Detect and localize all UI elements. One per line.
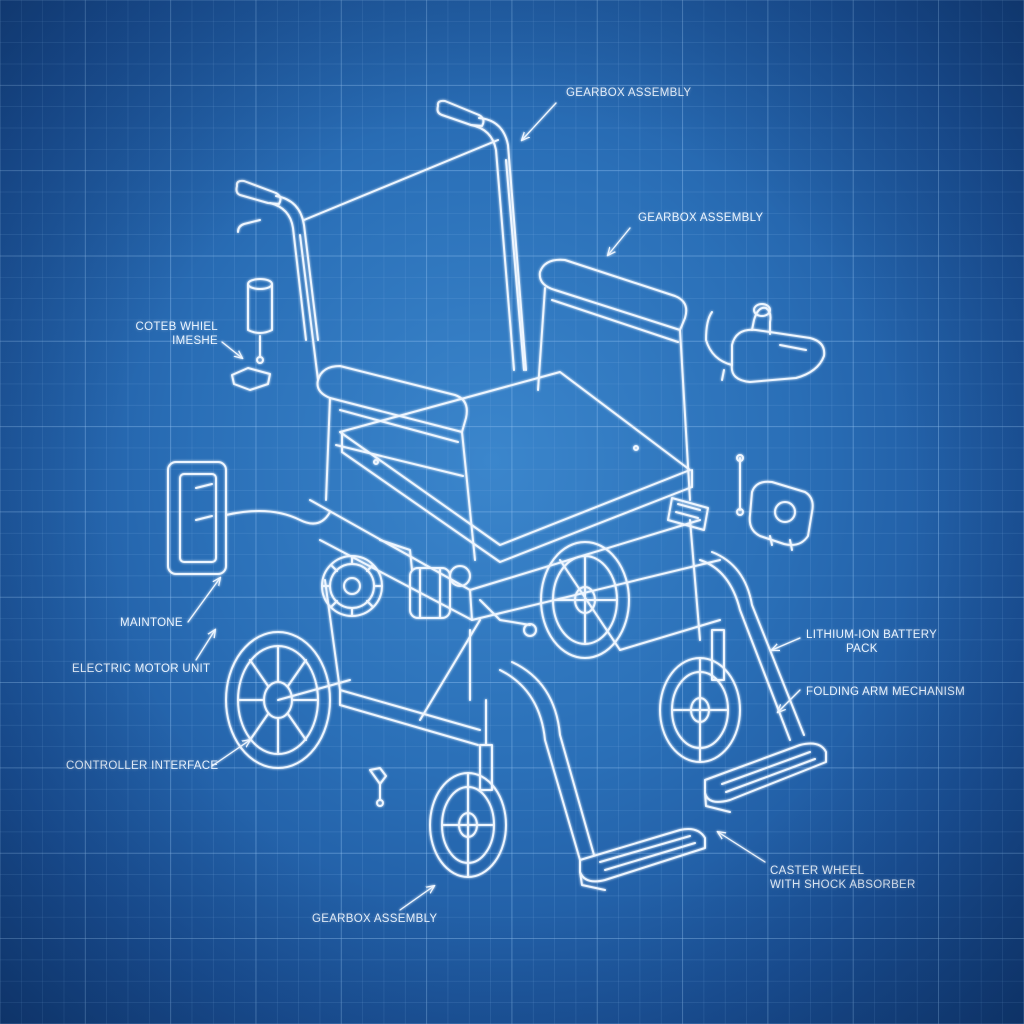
rear-wheel-left	[225, 631, 351, 769]
label-text: IMESHE	[172, 335, 218, 347]
electric-motor	[379, 539, 537, 637]
label-text: GEARBOX ASSEMBLY	[566, 87, 692, 99]
label-caster-wheel: COTEB WHIEL IMESHE	[118, 320, 218, 348]
label-text: CASTER WHEEL	[770, 865, 865, 877]
caster-hub-part	[231, 278, 273, 391]
caster-wheel-front-left	[429, 699, 507, 878]
label-text: CONTROLLER INTERFACE	[66, 760, 219, 772]
label-text: MAINTONE	[120, 617, 183, 629]
label-electric-motor-unit: ELECTRIC MOTOR UNIT	[72, 662, 210, 676]
seat	[339, 371, 693, 563]
label-controller-interface: CONTROLLER INTERFACE	[66, 759, 218, 773]
joystick-controller	[705, 303, 826, 383]
label-text: GEARBOX ASSEMBLY	[638, 212, 764, 224]
bolt-part	[736, 454, 744, 516]
hinge-part	[667, 497, 709, 531]
label-gearbox-assembly-bottom: GEARBOX ASSEMBLY	[312, 912, 437, 926]
backrest	[299, 139, 525, 381]
armrest-left	[316, 365, 476, 561]
push-handle-left	[235, 179, 319, 341]
battery-pack	[167, 461, 331, 575]
label-caster-wheel-shock: CASTER WHEEL WITH SHOCK ABSORBER	[770, 864, 916, 892]
footplate-right	[704, 742, 827, 813]
footplate-left	[579, 828, 706, 891]
label-text: PACK	[846, 643, 878, 655]
label-text: GEARBOX ASSEMBLY	[312, 913, 438, 925]
gearbox-part	[748, 480, 814, 551]
pin-part	[369, 767, 387, 807]
label-text: FOLDING ARM MECHANISM	[806, 686, 966, 698]
legrest-left	[499, 661, 595, 861]
leader-lines	[187, 102, 801, 911]
label-lithium-ion-battery: LITHIUM-ION BATTERY PACK	[806, 628, 937, 656]
label-text: LITHIUM-ION BATTERY	[806, 629, 938, 641]
label-maintone: MAINTONE	[120, 616, 183, 630]
caster-wheel-front-right	[659, 629, 741, 763]
label-text: ELECTRIC MOTOR UNIT	[72, 663, 211, 675]
label-gearbox-assembly-top: GEARBOX ASSEMBLY	[566, 86, 691, 100]
label-text: COTEB WHIEL	[135, 321, 218, 333]
armrest-right	[537, 258, 691, 501]
label-folding-arm-mechanism: FOLDING ARM MECHANISM	[806, 685, 965, 699]
legrest-right	[699, 551, 805, 741]
label-text: WITH SHOCK ABSORBER	[770, 879, 916, 891]
drive-gear	[321, 555, 383, 617]
rear-wheel-right	[540, 541, 630, 659]
push-handle-right	[436, 99, 527, 371]
label-gearbox-assembly-mid: GEARBOX ASSEMBLY	[638, 211, 763, 225]
